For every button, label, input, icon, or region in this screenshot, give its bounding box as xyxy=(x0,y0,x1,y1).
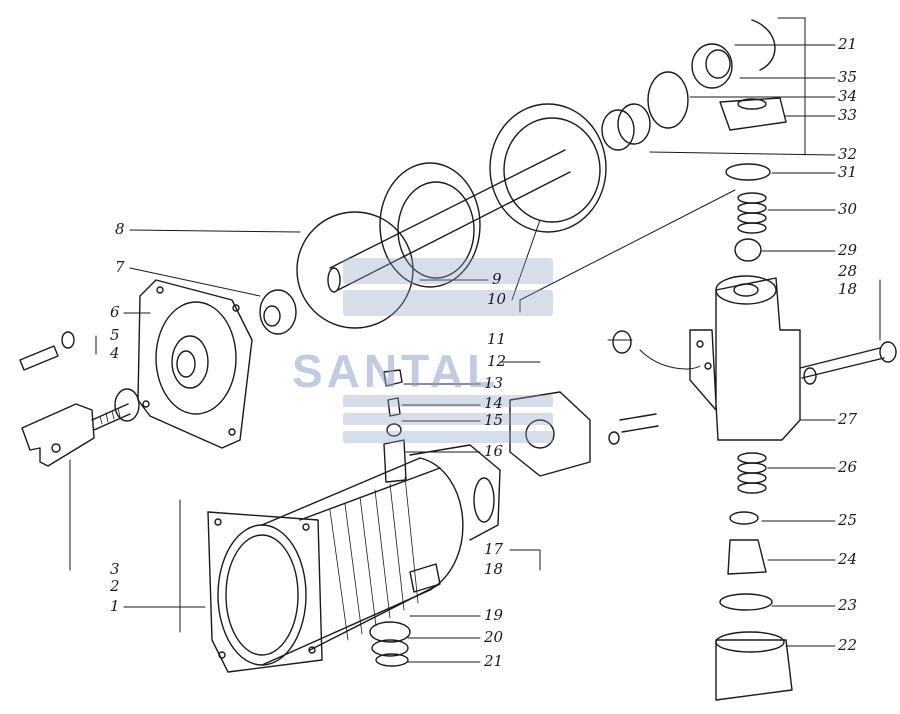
callout-number-16: 16 xyxy=(484,442,504,460)
callout-number-24: 24 xyxy=(838,550,858,568)
callout-number-19: 19 xyxy=(484,606,504,624)
callout-number-23: 23 xyxy=(838,596,858,614)
callout-number-18: 18 xyxy=(484,560,504,578)
small-fittings-part xyxy=(369,330,659,667)
callout-number-8: 8 xyxy=(115,220,125,238)
callout-number-33: 33 xyxy=(838,106,858,124)
callout-number-32: 32 xyxy=(838,145,858,163)
valve-body-part xyxy=(689,275,897,441)
callout-number-18: 18 xyxy=(838,280,858,298)
callout-number-9: 9 xyxy=(492,270,502,288)
callout-number-35: 35 xyxy=(838,68,858,86)
leader-lines xyxy=(69,17,881,663)
callout-number-2: 2 xyxy=(110,577,120,595)
callout-number-26: 26 xyxy=(838,458,858,476)
callout-number-27: 27 xyxy=(838,410,858,428)
lower-valve-parts xyxy=(715,452,793,701)
callout-number-21: 21 xyxy=(484,652,504,670)
callout-number-15: 15 xyxy=(484,411,504,429)
callout-number-34: 34 xyxy=(838,87,858,105)
callout-number-17: 17 xyxy=(484,540,504,558)
callout-number-13: 13 xyxy=(484,374,504,392)
callout-number-30: 30 xyxy=(838,200,858,218)
callout-number-29: 29 xyxy=(838,241,858,259)
callout-number-4: 4 xyxy=(110,344,120,362)
cylinder-housing-part xyxy=(207,444,501,673)
callout-number-21: 21 xyxy=(838,35,858,53)
callout-number-22: 22 xyxy=(838,636,858,654)
callout-number-5: 5 xyxy=(110,326,120,344)
callout-number-12: 12 xyxy=(487,352,507,370)
callout-number-25: 25 xyxy=(838,511,858,529)
callout-number-6: 6 xyxy=(110,303,120,321)
callout-number-7: 7 xyxy=(115,258,125,276)
cover-plate-part xyxy=(137,279,253,449)
callout-number-1: 1 xyxy=(110,597,120,615)
callout-number-3: 3 xyxy=(110,560,120,578)
callout-number-28: 28 xyxy=(838,262,858,280)
clevis-and-bolt-part xyxy=(19,331,140,467)
callout-number-14: 14 xyxy=(484,394,504,412)
callout-number-11: 11 xyxy=(487,330,507,348)
retaining-rings-part xyxy=(601,19,776,151)
watermark-text: SANTAL xyxy=(292,345,500,397)
nut-and-seal-part xyxy=(719,97,787,181)
callout-number-10: 10 xyxy=(487,290,507,308)
piston-and-rod-part xyxy=(296,103,607,329)
upper-spring-part xyxy=(734,192,767,262)
callout-number-20: 20 xyxy=(484,628,504,646)
callout-number-31: 31 xyxy=(838,163,858,181)
bushing-part xyxy=(259,289,297,335)
